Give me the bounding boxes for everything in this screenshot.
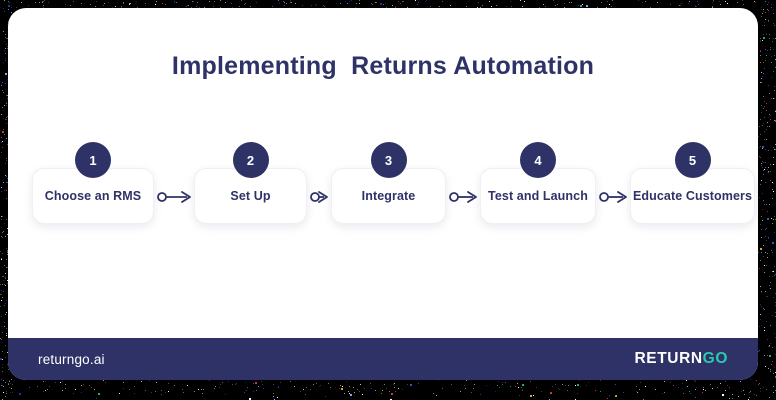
step-label: Educate Customers xyxy=(633,189,752,203)
step-label: Test and Launch xyxy=(488,189,588,203)
infographic-card: Implementing Returns Automation Choose a… xyxy=(8,8,758,380)
step-3[interactable]: Integrate3 xyxy=(331,168,446,224)
logo-text-go: GO xyxy=(703,350,728,367)
step-number-badge: 3 xyxy=(371,142,407,178)
circle-arrow-right-icon xyxy=(596,188,630,206)
footer-website: returngo.ai xyxy=(38,352,105,367)
step-2[interactable]: Set Up2 xyxy=(194,168,307,224)
step-number-badge: 5 xyxy=(675,142,711,178)
logo-text-return: RETURN xyxy=(634,350,702,367)
circle-arrow-right-icon xyxy=(154,188,194,206)
step-1[interactable]: Choose an RMS1 xyxy=(32,168,154,224)
step-number-badge: 1 xyxy=(75,142,111,178)
step-4[interactable]: Test and Launch4 xyxy=(480,168,596,224)
circle-arrow-right-icon xyxy=(446,188,480,206)
returngo-logo: RETURNGO xyxy=(634,350,728,368)
step-label: Choose an RMS xyxy=(45,189,141,203)
step-label: Set Up xyxy=(230,189,270,203)
footer-bar: returngo.ai RETURNGO xyxy=(8,338,758,380)
page-title: Implementing Returns Automation xyxy=(8,52,758,81)
circle-arrow-right-icon xyxy=(307,188,331,206)
step-5[interactable]: Educate Customers5 xyxy=(630,168,755,224)
step-flow: Choose an RMS1 Set Up2 Integrate3 Test and … xyxy=(24,150,742,260)
step-label: Integrate xyxy=(362,189,416,203)
step-number-badge: 2 xyxy=(233,142,269,178)
step-number-badge: 4 xyxy=(520,142,556,178)
